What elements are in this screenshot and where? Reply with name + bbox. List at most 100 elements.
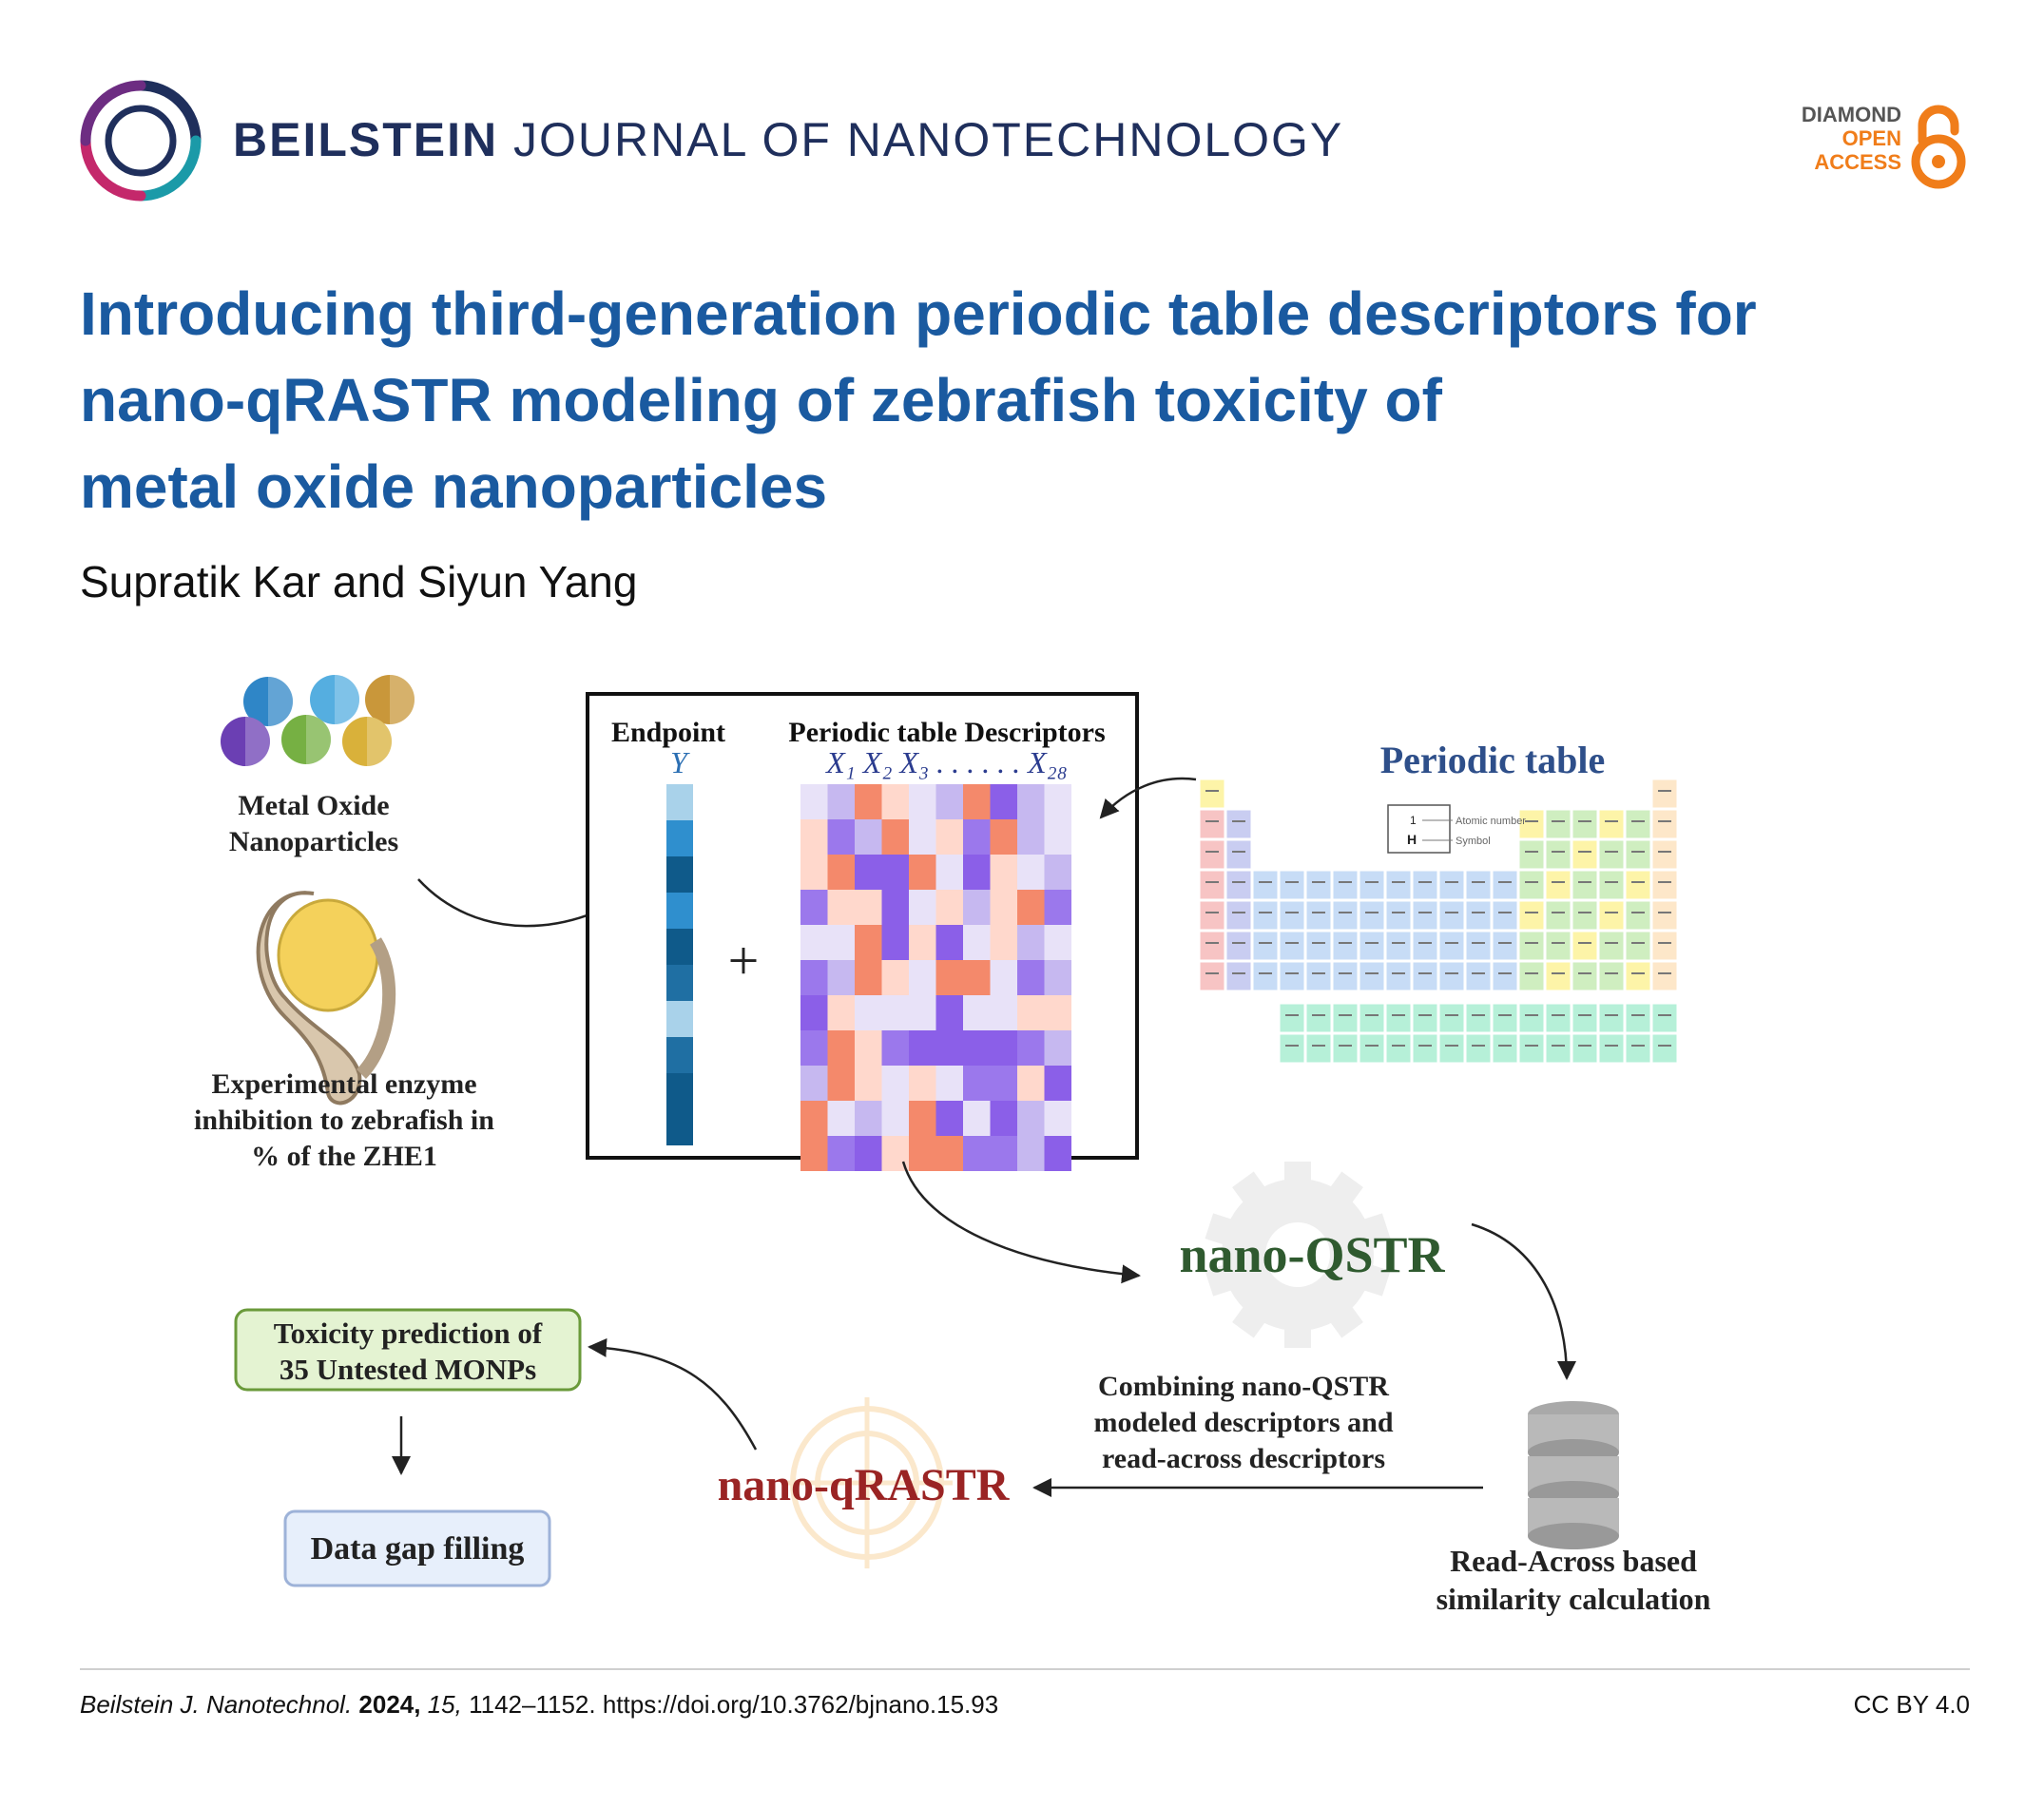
element-cell bbox=[1545, 839, 1572, 870]
heatmap-cell bbox=[909, 960, 936, 995]
element-cell bbox=[1545, 809, 1572, 839]
heatmap-cell bbox=[855, 819, 882, 855]
combining-label-2: modeled descriptors and bbox=[1094, 1407, 1394, 1438]
heatmap-cell bbox=[1044, 1066, 1071, 1101]
element-cell bbox=[1225, 870, 1252, 900]
element-cell bbox=[1385, 870, 1412, 900]
f-block-cell bbox=[1438, 1003, 1465, 1033]
heatmap-cell bbox=[935, 995, 963, 1030]
f-block-cell bbox=[1545, 1033, 1572, 1064]
descriptor-sequence: X₁ X₂ X₃ . . . . . . X₂₈ bbox=[824, 745, 1068, 779]
heatmap-cell bbox=[1044, 890, 1071, 925]
read-across-label-2: similarity calculation bbox=[1437, 1582, 1711, 1616]
heatmap-cell bbox=[881, 855, 909, 890]
element-cell bbox=[1279, 870, 1305, 900]
heatmap-cell bbox=[881, 960, 909, 995]
heatmap-cell bbox=[963, 925, 991, 960]
heatmap-cell bbox=[855, 960, 882, 995]
title-line-2: nano-qRASTR modeling of zebrafish toxici… bbox=[80, 366, 1442, 434]
element-cell bbox=[1465, 870, 1492, 900]
arrow-to-qstr bbox=[901, 1161, 1141, 1284]
heatmap-cell bbox=[909, 819, 936, 855]
experimental-label-1: Experimental enzyme bbox=[211, 1068, 476, 1100]
legend-number-label: Atomic number bbox=[1456, 816, 1526, 827]
element-cell bbox=[1625, 839, 1651, 870]
heatmap-cell bbox=[800, 1101, 828, 1136]
f-block-cell bbox=[1598, 1033, 1625, 1064]
element-cell bbox=[1625, 870, 1651, 900]
endpoint-cell bbox=[666, 784, 693, 820]
heatmap-cell bbox=[1044, 995, 1071, 1030]
f-block-cell bbox=[1492, 1033, 1518, 1064]
read-across-label-1: Read-Across based bbox=[1450, 1544, 1697, 1578]
doi-link[interactable]: 1142–1152. https://doi.org/10.3762/bjnan… bbox=[469, 1690, 999, 1719]
f-block-cell bbox=[1598, 1003, 1625, 1033]
endpoint-column bbox=[666, 784, 693, 1145]
heatmap-cell bbox=[800, 1136, 828, 1171]
data-gap-filling-label: Data gap filling bbox=[311, 1531, 525, 1567]
element-cell bbox=[1199, 779, 1225, 809]
element-cell bbox=[1598, 900, 1625, 931]
element-cell bbox=[1545, 870, 1572, 900]
element-cell bbox=[1225, 961, 1252, 991]
heatmap-cell bbox=[855, 1136, 882, 1171]
element-cell bbox=[1252, 870, 1279, 900]
heatmap-cell bbox=[800, 819, 828, 855]
metal-oxide-label-1: Metal Oxide bbox=[238, 790, 389, 821]
heatmap-cell bbox=[963, 855, 991, 890]
toxicity-label-2: 35 Untested MONPs bbox=[280, 1353, 536, 1386]
heatmap-cell bbox=[990, 784, 1017, 819]
heatmap-cell bbox=[1044, 925, 1071, 960]
heatmap-cell bbox=[855, 890, 882, 925]
element-cell bbox=[1359, 931, 1385, 961]
heatmap-cell bbox=[1017, 925, 1045, 960]
element-cell bbox=[1572, 870, 1598, 900]
heatmap-cell bbox=[909, 925, 936, 960]
heatmap-cell bbox=[963, 960, 991, 995]
heatmap-cell bbox=[800, 925, 828, 960]
heatmap-cell bbox=[990, 819, 1017, 855]
heatmap-cell bbox=[1017, 784, 1045, 819]
element-cell bbox=[1199, 961, 1225, 991]
element-cell bbox=[1492, 961, 1518, 991]
f-block-cell bbox=[1332, 1033, 1359, 1064]
target-icon bbox=[781, 1397, 953, 1568]
element-cell bbox=[1385, 961, 1412, 991]
element-cell bbox=[1412, 900, 1438, 931]
element-cell bbox=[1518, 900, 1545, 931]
nanoparticle bbox=[281, 715, 331, 764]
heatmap-cell bbox=[963, 1101, 991, 1136]
nanoparticle-highlight bbox=[390, 675, 415, 724]
element-cell bbox=[1412, 931, 1438, 961]
heatmap-cell bbox=[1044, 1136, 1071, 1171]
journal-name: BEILSTEIN JOURNAL OF NANOTECHNOLOGY bbox=[233, 113, 1344, 166]
heatmap-cell bbox=[800, 855, 828, 890]
element-cell bbox=[1279, 900, 1305, 931]
heatmap-cell bbox=[827, 1066, 855, 1101]
heatmap-cell bbox=[1044, 1030, 1071, 1066]
element-cell bbox=[1385, 900, 1412, 931]
f-block-cell bbox=[1572, 1003, 1598, 1033]
heatmap-cell bbox=[990, 1030, 1017, 1066]
element-cell bbox=[1305, 931, 1332, 961]
gear-tooth bbox=[1205, 1261, 1241, 1297]
heatmap-cell bbox=[963, 819, 991, 855]
badge-line-1: DIAMOND bbox=[1801, 103, 1901, 126]
element-cell bbox=[1465, 961, 1492, 991]
heatmap-cell bbox=[1017, 1136, 1045, 1171]
element-cell bbox=[1279, 961, 1305, 991]
element-cell bbox=[1598, 961, 1625, 991]
periodic-table-title: Periodic table bbox=[1380, 739, 1606, 781]
gear-icon bbox=[1205, 1162, 1391, 1348]
nano-qstr-label: nano-QSTR bbox=[1179, 1226, 1445, 1283]
element-cell bbox=[1332, 961, 1359, 991]
nano-qrastr-label: nano-qRASTR bbox=[718, 1460, 1011, 1510]
heatmap-cell bbox=[827, 1101, 855, 1136]
heatmap-cell bbox=[935, 855, 963, 890]
descriptor-header: Periodic table Descriptors bbox=[788, 717, 1105, 748]
heatmap-cell bbox=[935, 1066, 963, 1101]
element-cell bbox=[1199, 900, 1225, 931]
nanoparticle-cluster bbox=[221, 675, 415, 766]
gear-tooth bbox=[1324, 1298, 1363, 1338]
element-cell bbox=[1225, 839, 1252, 870]
